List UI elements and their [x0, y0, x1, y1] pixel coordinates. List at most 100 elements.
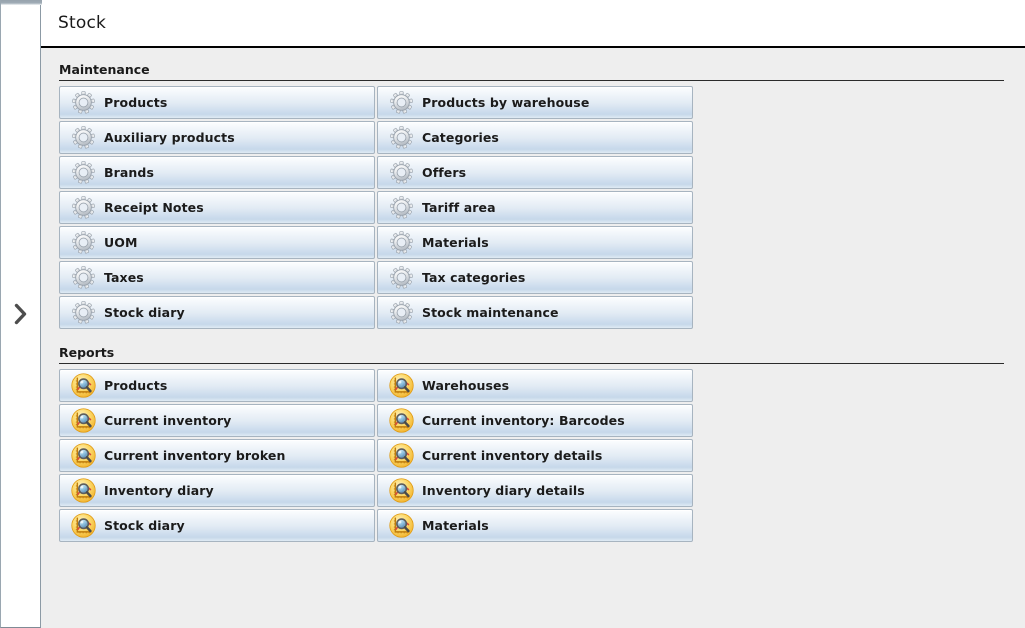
- content-area: Maintenance Products: [41, 48, 1025, 628]
- sidebar-top-strip: [1, 0, 42, 5]
- report-magnifier-icon: [388, 478, 414, 504]
- report-magnifier-icon: [388, 408, 414, 433]
- report-magnifier-icon: [70, 513, 96, 539]
- report-magnifier-icon: [388, 478, 414, 503]
- gear-icon: [388, 265, 414, 291]
- menu-button-label: Inventory diary details: [422, 483, 585, 498]
- report-magnifier-icon: [388, 373, 414, 399]
- gear-icon: [71, 301, 95, 324]
- menu-button-warehouses[interactable]: Warehouses: [377, 369, 693, 402]
- menu-button-receipt-notes[interactable]: Receipt Notes: [59, 191, 375, 224]
- menu-button-products[interactable]: Products: [59, 86, 375, 119]
- menu-button-brands[interactable]: Brands: [59, 156, 375, 189]
- menu-button-current-inventory-barcodes[interactable]: Current inventory: Barcodes: [377, 404, 693, 437]
- menu-button-products-by-warehouse[interactable]: Products by warehouse: [377, 86, 693, 119]
- menu-button-label: Products: [104, 95, 168, 110]
- menu-button-label: Tax categories: [422, 270, 526, 285]
- menu-button-current-inventory[interactable]: Current inventory: [59, 404, 375, 437]
- button-grid-maintenance: Products Products by war: [59, 86, 1004, 329]
- menu-button-label: Stock diary: [104, 305, 185, 320]
- menu-button-label: Current inventory broken: [104, 448, 286, 463]
- report-magnifier-icon: [388, 408, 414, 434]
- menu-button-label: Brands: [104, 165, 155, 180]
- report-magnifier-icon: [70, 408, 96, 434]
- report-magnifier-icon: [388, 373, 414, 398]
- report-magnifier-icon: [70, 513, 96, 538]
- gear-icon: [388, 195, 414, 221]
- gear-icon: [70, 195, 96, 221]
- menu-button-inventory-diary-details[interactable]: Inventory diary details: [377, 474, 693, 507]
- section-header-reports: Reports: [59, 345, 1004, 364]
- menu-button-label: Receipt Notes: [104, 200, 204, 215]
- gear-icon: [389, 91, 413, 114]
- report-magnifier-icon: [70, 478, 96, 503]
- gear-icon: [71, 91, 95, 114]
- gear-icon: [389, 301, 413, 324]
- gear-icon: [389, 196, 413, 219]
- menu-button-materials[interactable]: Materials: [377, 509, 693, 542]
- menu-button-auxiliary-products[interactable]: Auxiliary products: [59, 121, 375, 154]
- chevron-right-icon[interactable]: [10, 301, 32, 327]
- menu-button-current-inventory-details[interactable]: Current inventory details: [377, 439, 693, 472]
- menu-button-inventory-diary[interactable]: Inventory diary: [59, 474, 375, 507]
- menu-button-label: Offers: [422, 165, 467, 180]
- gear-icon: [389, 161, 413, 184]
- gear-icon: [70, 230, 96, 256]
- menu-button-label: Materials: [422, 235, 489, 250]
- gear-icon: [70, 160, 96, 186]
- gear-icon: [388, 300, 414, 326]
- gear-icon: [71, 161, 95, 184]
- gear-icon: [70, 125, 96, 151]
- menu-button-label: Stock maintenance: [422, 305, 559, 320]
- sidebar-expand-button[interactable]: [1, 0, 40, 628]
- menu-button-materials[interactable]: Materials: [377, 226, 693, 259]
- menu-button-stock-maintenance[interactable]: Stock maintenance: [377, 296, 693, 329]
- menu-button-offers[interactable]: Offers: [377, 156, 693, 189]
- menu-button-label: Materials: [422, 518, 489, 533]
- menu-button-uom[interactable]: UOM: [59, 226, 375, 259]
- report-magnifier-icon: [70, 443, 96, 468]
- menu-button-current-inventory-broken[interactable]: Current inventory broken: [59, 439, 375, 472]
- page-title: Stock: [58, 13, 107, 33]
- menu-button-label: Warehouses: [422, 378, 510, 393]
- gear-icon: [70, 300, 96, 326]
- gear-icon: [71, 266, 95, 289]
- report-magnifier-icon: [388, 443, 414, 469]
- section-header-maintenance: Maintenance: [59, 62, 1004, 81]
- report-magnifier-icon: [388, 513, 414, 538]
- report-magnifier-icon: [70, 478, 96, 504]
- gear-icon: [389, 231, 413, 254]
- menu-button-taxes[interactable]: Taxes: [59, 261, 375, 294]
- menu-button-label: Categories: [422, 130, 499, 145]
- menu-button-label: Products by warehouse: [422, 95, 590, 110]
- gear-icon: [388, 160, 414, 186]
- menu-button-products[interactable]: Products: [59, 369, 375, 402]
- section-title: Reports: [59, 345, 115, 360]
- menu-button-label: Tariff area: [422, 200, 496, 215]
- menu-button-stock-diary[interactable]: Stock diary: [59, 509, 375, 542]
- gear-icon: [71, 196, 95, 219]
- left-sidebar: [0, 0, 42, 628]
- gear-icon: [388, 125, 414, 151]
- menu-button-tax-categories[interactable]: Tax categories: [377, 261, 693, 294]
- menu-button-categories[interactable]: Categories: [377, 121, 693, 154]
- gear-icon: [389, 126, 413, 149]
- menu-button-label: Current inventory: [104, 413, 232, 428]
- main-panel: Stock Maintenance: [41, 0, 1025, 628]
- report-magnifier-icon: [70, 373, 96, 398]
- menu-button-label: Current inventory details: [422, 448, 603, 463]
- menu-button-label: Auxiliary products: [104, 130, 235, 145]
- report-magnifier-icon: [388, 443, 414, 468]
- gear-icon: [70, 265, 96, 291]
- gear-icon: [388, 90, 414, 116]
- report-magnifier-icon: [388, 513, 414, 539]
- menu-button-stock-diary[interactable]: Stock diary: [59, 296, 375, 329]
- menu-button-label: UOM: [104, 235, 138, 250]
- menu-button-label: Stock diary: [104, 518, 185, 533]
- button-grid-reports: Products Wareh: [59, 369, 1004, 542]
- gear-icon: [389, 266, 413, 289]
- menu-button-tariff-area[interactable]: Tariff area: [377, 191, 693, 224]
- menu-button-label: Current inventory: Barcodes: [422, 413, 625, 428]
- report-magnifier-icon: [70, 408, 96, 433]
